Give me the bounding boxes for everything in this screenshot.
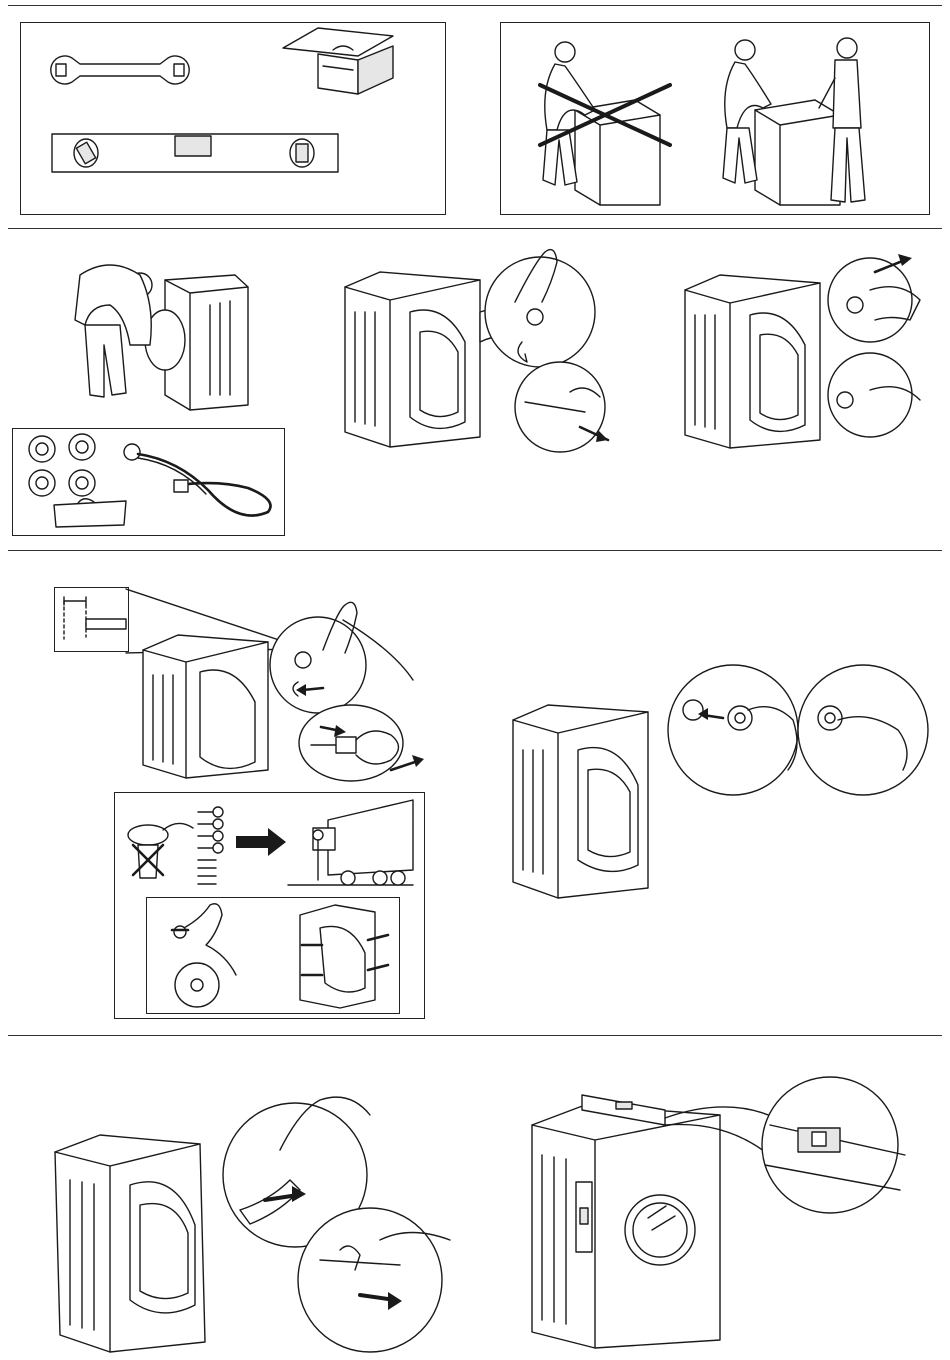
accessory-bag-icon (50, 495, 130, 529)
correct-lift-illustration (715, 38, 875, 210)
bolt-extraction-circle (296, 705, 426, 785)
washer-back-hose-release (50, 1090, 460, 1355)
washer-back-transit-bolt-2 (680, 250, 930, 450)
spirit-level-icon (50, 130, 342, 176)
section-divider-2 (8, 228, 942, 229)
washer-back-fit-caps (508, 670, 938, 900)
inlet-hose-icon (118, 440, 278, 530)
plug-caps-icon (26, 433, 106, 499)
section-divider-4 (8, 1035, 942, 1036)
wrench-icon (50, 50, 190, 90)
prohibited-cross-icon (535, 80, 675, 150)
unpacking-person-illustration (70, 245, 255, 415)
section-divider-3 (8, 550, 942, 551)
washer-back-transit-bolt-1 (340, 242, 610, 452)
refit-bolts-drawing (160, 900, 400, 1010)
section-divider-1 (8, 5, 942, 6)
store-bolts-illustration (118, 800, 418, 890)
washer-levelling-illustration (520, 1070, 920, 1350)
toolbox-icon (278, 26, 398, 96)
